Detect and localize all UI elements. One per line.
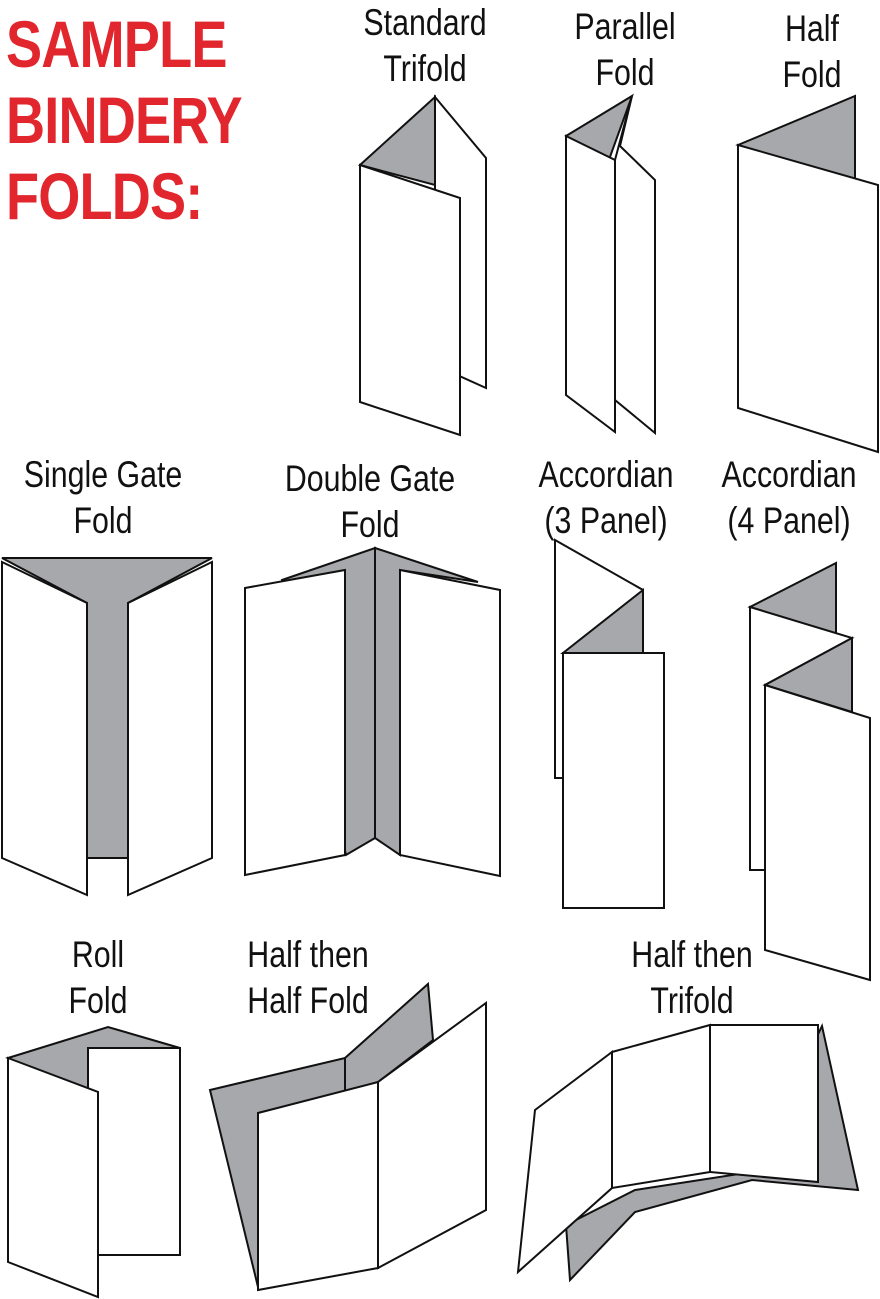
roll-fold-figure (5, 1025, 181, 1299)
label-line: Fold (340, 504, 400, 545)
sheet-title: SAMPLE BINDERY FOLDS: (6, 6, 243, 233)
label-line: Double Gate (284, 458, 456, 499)
title-line-2: BINDERY (6, 83, 243, 157)
half-then-half-fold-figure (208, 981, 487, 1292)
label-line: Half then (247, 934, 369, 975)
label-accordian-3-panel: Accordian (3 Panel) (539, 452, 674, 544)
label-line: (3 Panel) (544, 500, 668, 541)
standard-trifold-figure (357, 94, 487, 437)
label-single-gate-fold: Single Gate Fold (24, 452, 183, 544)
accordian-3-panel-figure (554, 538, 665, 909)
label-line: Fold (73, 500, 133, 541)
label-half-then-half-fold: Half then Half Fold (247, 932, 368, 1024)
parallel-fold-figure (564, 93, 656, 436)
label-parallel-fold: Parallel Fold (574, 4, 675, 96)
title-line-1: SAMPLE (6, 7, 227, 81)
label-half-then-trifold: Half then Trifold (631, 932, 752, 1024)
label-line: Single Gate (23, 454, 183, 495)
label-accordian-4-panel: Accordian (4 Panel) (722, 452, 857, 544)
label-line: Fold (782, 54, 842, 95)
label-line: Half Fold (247, 980, 369, 1021)
half-then-trifold-figure (516, 1022, 860, 1283)
label-line: Accordian (538, 454, 674, 495)
label-roll-fold: Roll Fold (68, 932, 127, 1024)
label-line: Standard (363, 2, 487, 43)
label-line: Half then (631, 934, 753, 975)
title-line-3: FOLDS: (6, 159, 203, 233)
label-line: Parallel (574, 6, 676, 47)
label-line: (4 Panel) (727, 500, 851, 541)
label-line: Accordian (721, 454, 857, 495)
label-line: Fold (68, 980, 128, 1021)
label-line: Fold (595, 52, 655, 93)
label-line: Trifold (383, 48, 467, 89)
label-half-fold: Half Fold (782, 6, 841, 98)
label-line: Half (785, 8, 839, 49)
half-fold-figure (735, 94, 879, 454)
double-gate-fold-figure (244, 546, 501, 878)
label-line: Trifold (650, 980, 734, 1021)
single-gate-fold-figure (0, 557, 213, 897)
accordian-4-panel-figure (747, 561, 871, 982)
label-double-gate-fold: Double Gate Fold (285, 456, 455, 548)
label-line: Roll (71, 934, 125, 975)
label-standard-trifold: Standard Trifold (363, 0, 486, 92)
